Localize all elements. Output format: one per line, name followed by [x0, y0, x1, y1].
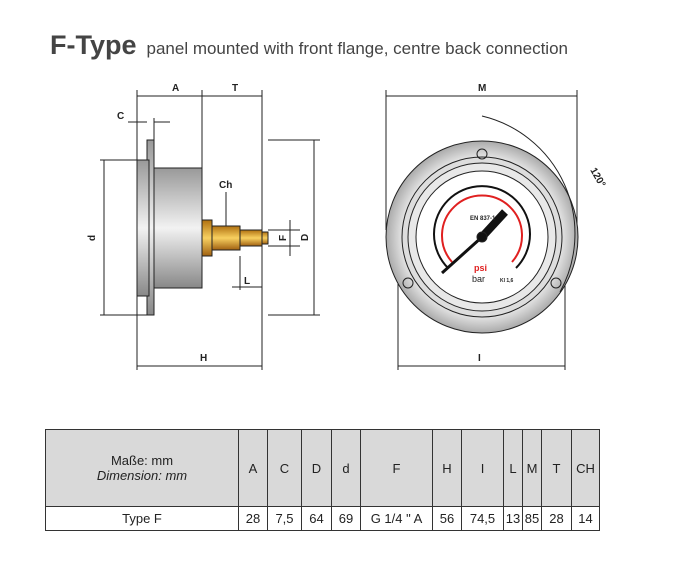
cell: 28 [238, 506, 268, 531]
dial-unit-bar: bar [472, 274, 485, 284]
dial-unit-psi: psi [474, 263, 487, 273]
dim-Ch-label: Ch [219, 180, 232, 191]
side-view: A T C Ch d F D L H [87, 83, 320, 370]
angle-label: 120° [587, 166, 607, 189]
title-subtitle: panel mounted with front flange, centre … [146, 39, 569, 58]
dial-class: Kl 1,6 [500, 278, 514, 284]
col-header: I [461, 429, 504, 507]
dim-d-label: d [87, 235, 98, 241]
cell: 69 [331, 506, 361, 531]
cell: 74,5 [461, 506, 504, 531]
cell: 14 [571, 506, 600, 531]
cell: 85 [522, 506, 542, 531]
page-title: F-Type panel mounted with front flange, c… [50, 30, 568, 61]
dim-L-label: L [244, 276, 250, 287]
cell: 28 [541, 506, 572, 531]
dim-D-label: D [300, 234, 311, 241]
title-type: F-Type [50, 30, 137, 60]
technical-drawing: A T C Ch d F D L H M I 120° EN 837-1 psi… [87, 83, 607, 370]
dial-standard: EN 837-1 [470, 216, 496, 222]
dim-I-label: I [478, 353, 481, 364]
col-header: M [522, 429, 542, 507]
dim-T-label: T [232, 83, 238, 94]
dim-M-label: M [478, 83, 486, 94]
dim-C-label: C [117, 111, 124, 122]
front-view: M I 120° EN 837-1 psi bar Kl 1,6 [385, 83, 607, 370]
col-header: L [503, 429, 523, 507]
col-header: F [360, 429, 433, 507]
cell: 7,5 [267, 506, 302, 531]
dim-H-label: H [200, 353, 207, 364]
cell: 64 [301, 506, 332, 531]
col-header: D [301, 429, 332, 507]
dim-F-label: F [278, 235, 289, 241]
cell: 56 [432, 506, 462, 531]
col-header: CH [571, 429, 600, 507]
col-header: H [432, 429, 462, 507]
col-header: A [238, 429, 268, 507]
col-header: C [267, 429, 302, 507]
cell: 13 [503, 506, 523, 531]
header-label-de: Maße: mm [110, 453, 174, 468]
col-header: d [331, 429, 361, 507]
header-label-en: Dimension: mm [96, 468, 188, 483]
cell: G 1/4 " A [360, 506, 433, 531]
table-row: Type F 28 7,5 64 69 G 1/4 " A 56 74,5 13… [45, 506, 600, 531]
col-header: T [541, 429, 572, 507]
row-label: Type F [45, 506, 239, 531]
dim-A-label: A [172, 83, 179, 94]
